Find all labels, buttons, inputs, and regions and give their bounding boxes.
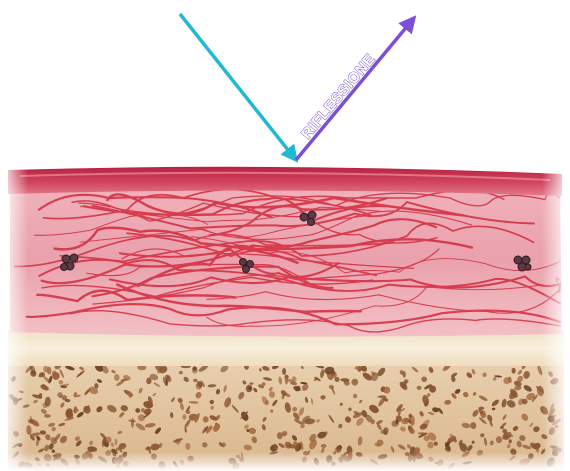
bone-pore bbox=[511, 368, 515, 374]
reflection-label: RIFLESSIONE bbox=[298, 51, 379, 143]
incident-arrow bbox=[180, 14, 296, 160]
bone-pore bbox=[114, 374, 119, 381]
